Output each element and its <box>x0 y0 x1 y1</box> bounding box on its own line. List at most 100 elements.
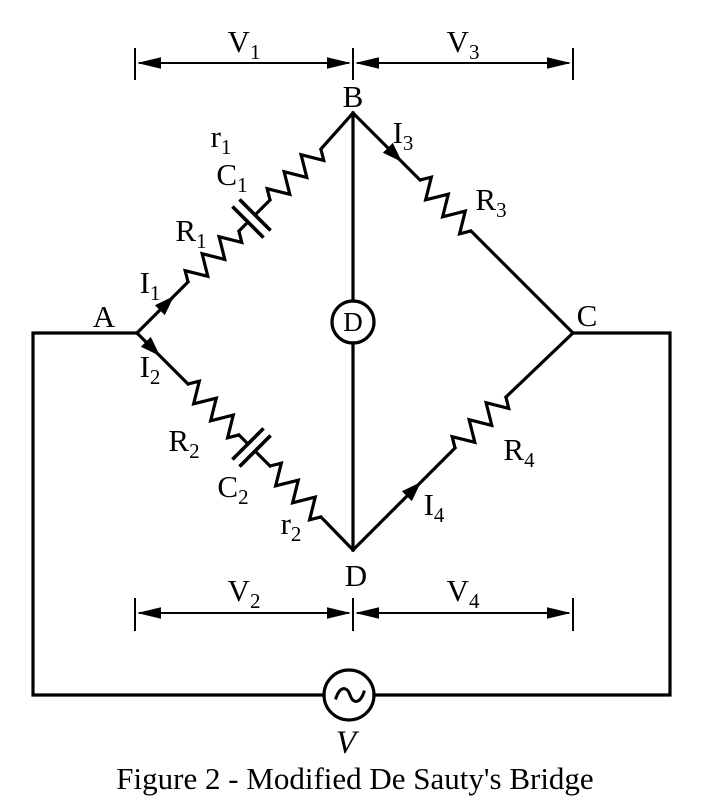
dimension-ticks-bottom <box>134 598 574 631</box>
i3-label-sub: 3 <box>403 131 414 155</box>
i2-label-sub: 2 <box>150 365 161 389</box>
r1-label-main: R <box>175 213 196 248</box>
current-i3-arrow-icon <box>382 142 402 162</box>
node-a-label: A <box>93 299 116 334</box>
node-d-label: D <box>345 558 367 593</box>
arm-a-b <box>134 110 356 336</box>
r3-label-sub: 3 <box>496 198 507 222</box>
v3-label: V3 <box>447 24 480 64</box>
resistor-r3-zigzag <box>419 174 472 236</box>
arm-a-d <box>134 330 356 553</box>
r3-label-main: R <box>475 182 496 217</box>
v1-label-main: V <box>228 24 251 59</box>
v2-right-arrow-icon <box>327 607 351 619</box>
r1small-label-main: r <box>211 119 222 154</box>
ac-source: V <box>322 668 376 761</box>
node-labels: A B C D <box>93 79 598 593</box>
c1-label: C1 <box>216 157 247 197</box>
r2-label: R2 <box>168 423 199 463</box>
v3-label-main: V <box>447 24 470 59</box>
i1-label: I1 <box>140 265 161 305</box>
r2small-label: r2 <box>281 506 302 546</box>
c1-label-main: C <box>216 157 237 192</box>
resistor-r2small-zigzag <box>269 460 322 522</box>
v4-right-arrow-icon <box>547 607 571 619</box>
c1-plate-left <box>231 205 265 239</box>
r1small-label: r1 <box>211 119 232 159</box>
resistor-r1small-zigzag <box>264 148 326 201</box>
i4-label-sub: 4 <box>434 503 445 527</box>
figure-caption: Figure 2 - Modified De Sauty's Bridge <box>116 761 593 796</box>
r4-label-sub: 4 <box>524 448 535 472</box>
ac-source-circle <box>322 668 376 722</box>
wire-d-to-r4 <box>350 445 458 553</box>
i2-label: I2 <box>140 349 161 389</box>
node-b-label: B <box>343 79 364 114</box>
wire-c1-to-r1small <box>252 197 273 218</box>
v4-label-sub: 4 <box>469 589 480 613</box>
resistor-r1-zigzag <box>182 230 244 283</box>
r4-label: R4 <box>503 432 535 472</box>
v3-label-sub: 3 <box>469 40 480 64</box>
wire-r4-to-c <box>503 330 576 400</box>
c2-label-main: C <box>217 469 238 504</box>
outer-loop <box>31 331 672 697</box>
r1small-label-sub: 1 <box>221 135 232 159</box>
current-i2-arrow-icon <box>140 336 160 356</box>
r2small-label-sub: 2 <box>291 522 302 546</box>
r2small-label-main: r <box>281 506 292 541</box>
v2-label: V2 <box>228 573 261 613</box>
i3-label: I3 <box>393 115 414 155</box>
dimension-bottom: V2 V4 <box>134 573 574 631</box>
c2-label: C2 <box>217 469 248 509</box>
r3-label: R3 <box>475 182 506 222</box>
detector-branch: D <box>330 111 376 552</box>
dimension-top: V1 V3 <box>134 24 574 80</box>
v4-label: V4 <box>447 573 480 613</box>
wire-r3-to-c <box>468 228 576 336</box>
wire-right-loop <box>372 331 672 697</box>
wire-r2-to-c2 <box>236 432 251 447</box>
wire-left-loop <box>31 331 326 697</box>
v3-right-arrow-icon <box>547 57 571 69</box>
i4-label-main: I <box>424 487 434 522</box>
c2-plate-left <box>231 427 265 461</box>
v1-label: V1 <box>228 24 261 64</box>
current-labels: I1 I2 I3 I4 <box>140 115 445 527</box>
i1-label-main: I <box>140 265 150 300</box>
r2-label-main: R <box>168 423 189 458</box>
i1-label-sub: 1 <box>150 281 161 305</box>
c2-label-sub: 2 <box>238 485 249 509</box>
resistor-r2-zigzag <box>187 378 240 440</box>
component-labels: R1 C1 r1 R2 C2 r2 R3 R4 <box>168 119 535 546</box>
v2-label-main: V <box>228 573 251 608</box>
i4-label: I4 <box>424 487 445 527</box>
arm-b-c <box>350 110 576 336</box>
wire-c2-to-r2small <box>252 448 273 469</box>
current-i1-arrow-icon <box>154 296 174 316</box>
i3-label-main: I <box>393 115 403 150</box>
r4-label-main: R <box>503 432 524 467</box>
r1-label: R1 <box>175 213 206 253</box>
source-voltage-label: V <box>336 725 360 761</box>
wire-r1-to-c1 <box>236 219 251 234</box>
v4-left-arrow-icon <box>355 607 379 619</box>
v1-label-sub: 1 <box>250 40 261 64</box>
dimension-ticks-top <box>134 48 574 80</box>
i2-label-main: I <box>140 349 150 384</box>
wire-r2small-to-d <box>318 514 356 553</box>
current-i4-arrow-icon <box>401 482 421 502</box>
v1-right-arrow-icon <box>327 57 351 69</box>
v4-label-main: V <box>447 573 470 608</box>
wire-r1small-to-b <box>318 110 356 152</box>
detector-label: D <box>343 307 363 337</box>
v3-left-arrow-icon <box>355 57 379 69</box>
wire-a-to-r2 <box>134 330 191 387</box>
detector-circle <box>330 299 376 345</box>
v2-left-arrow-icon <box>137 607 161 619</box>
v1-left-arrow-icon <box>137 57 161 69</box>
resistor-r4-zigzag <box>449 396 511 449</box>
node-c-label: C <box>577 298 598 333</box>
arm-d-c <box>350 330 576 553</box>
